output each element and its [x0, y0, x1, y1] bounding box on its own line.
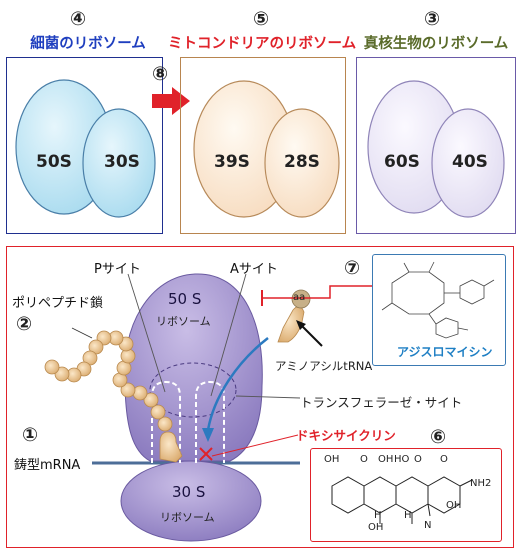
mito-large-label: 39S — [214, 152, 250, 172]
polypeptide-number: ② — [15, 313, 33, 335]
mrna-number: ① — [21, 424, 39, 446]
mito-ribosome-box — [180, 57, 346, 234]
mito-ribosome-shape — [193, 80, 340, 218]
large-subunit-sublabel: リボソーム — [156, 315, 211, 328]
euk-large-label: 60S — [384, 152, 420, 172]
large-subunit-label: 50 S — [168, 290, 202, 308]
aminoacyl-trna-label: アミノアシルtRNA — [275, 359, 373, 373]
a-site-label: Aサイト — [230, 262, 278, 277]
azithro-number: ⑦ — [343, 257, 361, 279]
euk-title: 真核生物のリボソーム — [363, 36, 509, 52]
bacterial-number: ④ — [69, 8, 87, 30]
doxy-o2: O — [414, 454, 422, 465]
bacterial-large-label: 50S — [36, 152, 72, 172]
mito-title: ミトコンドリアのリボソーム — [168, 36, 357, 52]
azithro-label: アジスロマイシン — [397, 345, 493, 359]
transferase-label: トランスフェラーゼ・サイト — [300, 395, 463, 410]
doxy-h2: H — [404, 510, 412, 521]
polypeptide-label: ポリペプチド鎖 — [12, 296, 104, 311]
translation-panel — [6, 246, 514, 548]
doxy-ho: HO — [394, 454, 410, 465]
doxy-oh2: OH — [378, 454, 394, 465]
doxy-oh4: OH — [446, 500, 462, 511]
doxy-n: N — [424, 520, 432, 531]
doxy-label: ドキシサイクリン — [296, 428, 396, 443]
small-subunit-sublabel: リボソーム — [160, 511, 215, 524]
doxycycline-box — [310, 448, 502, 542]
euk-ribosome-shape — [367, 80, 505, 218]
small-subunit-30s — [120, 460, 262, 542]
euk-small-label: 40S — [452, 152, 488, 172]
doxy-oh3: OH — [368, 522, 384, 533]
doxy-oh1: OH — [324, 454, 340, 465]
translation-diagram — [44, 273, 372, 542]
euk-ribosome-box — [356, 57, 516, 234]
bacterial-title: 細菌のリボソーム — [30, 36, 146, 52]
bacterial-small-label: 30S — [104, 152, 140, 172]
euk-number: ③ — [423, 8, 441, 30]
doxy-h1: H — [374, 510, 382, 521]
doxy-o1: O — [360, 454, 368, 465]
small-subunit-label: 30 S — [172, 483, 206, 501]
mito-number: ⑤ — [252, 8, 270, 30]
p-site-label: Pサイト — [94, 262, 141, 277]
azithromycin-box — [372, 254, 506, 366]
doxy-block-x — [199, 447, 213, 461]
doxy-nh2: NH2 — [470, 478, 492, 489]
aa-label: aa — [293, 292, 306, 303]
doxycycline-structure-icon — [331, 476, 473, 524]
arrow-number: ⑧ — [151, 63, 169, 85]
polypeptide-chain — [44, 330, 173, 432]
azithromycin-structure-icon — [381, 261, 495, 339]
bacterial-ribosome-shape — [15, 79, 156, 218]
mrna-label: 鋳型mRNA — [14, 458, 81, 473]
doxy-o3: O — [440, 454, 448, 465]
doxy-number: ⑥ — [429, 426, 447, 448]
mito-small-label: 28S — [284, 152, 320, 172]
bacterial-ribosome-box — [6, 57, 163, 234]
